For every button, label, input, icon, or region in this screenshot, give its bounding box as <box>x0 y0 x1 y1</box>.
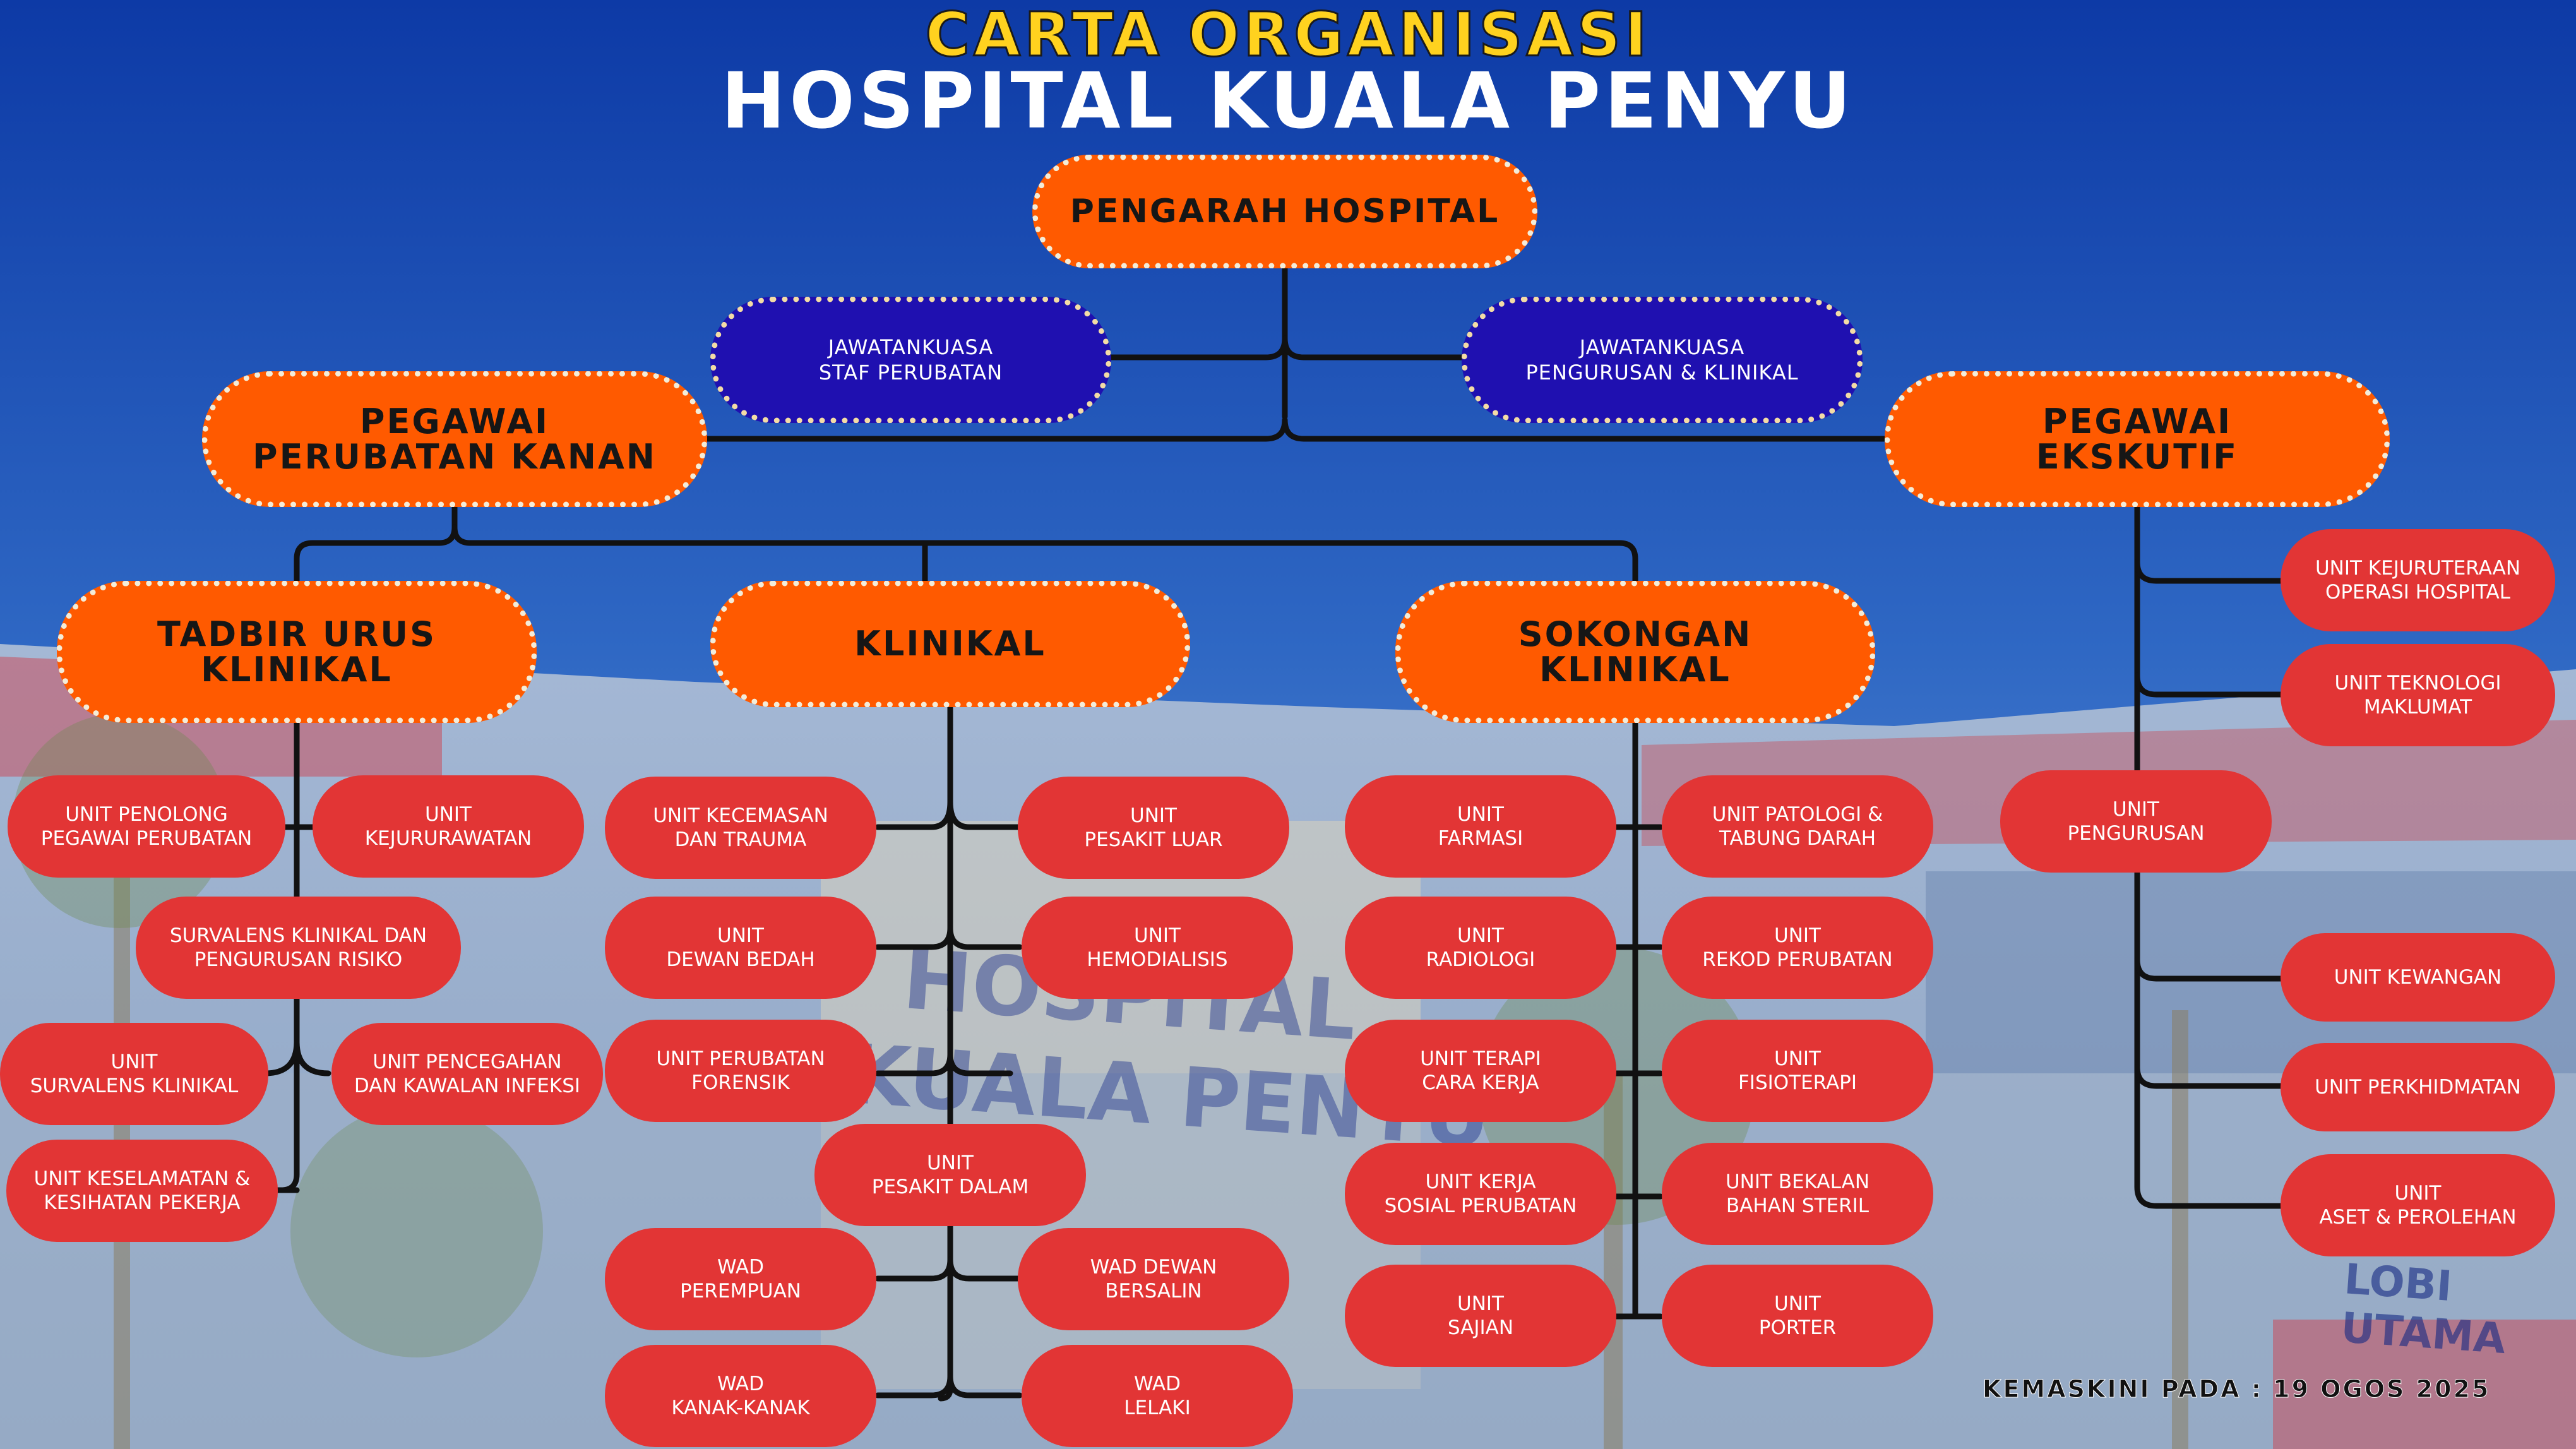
unit-kejururawatan: UNIT KEJURURAWATAN <box>313 775 584 878</box>
unit-terapi-cara-kerja: UNIT TERAPI CARA KERJA <box>1345 1020 1616 1122</box>
node-pegawai-perubatan-kanan: PEGAWAI PERUBATAN KANAN <box>202 371 707 507</box>
node-pegawai-eksekutif: PEGAWAI EKSKUTIF <box>1885 371 2390 507</box>
unit-porter: UNIT PORTER <box>1662 1265 1933 1367</box>
unit-perubatan-forensik: UNIT PERUBATAN FORENSIK <box>605 1020 876 1122</box>
wad-kanak-kanak: WAD KANAK-KANAK <box>605 1345 876 1447</box>
unit-bekalan-bahan-steril: UNIT BEKALAN BAHAN STERIL <box>1662 1143 1933 1245</box>
last-updated-text: KEMASKINI PADA : 19 OGOS 2025 <box>1983 1375 2491 1404</box>
unit-fisioterapi: UNIT FISIOTERAPI <box>1662 1020 1933 1122</box>
unit-kejuruteraan-operasi-hospital: UNIT KEJURUTERAAN OPERASI HOSPITAL <box>2281 529 2555 631</box>
unit-sajian: UNIT SAJIAN <box>1345 1265 1616 1367</box>
node-pengarah-hospital: PENGARAH HOSPITAL <box>1032 155 1537 268</box>
unit-perkhidmatan: UNIT PERKHIDMATAN <box>2281 1043 2555 1131</box>
unit-survalens-klinikal-pengurusan-risiko: SURVALENS KLINIKAL DAN PENGURUSAN RISIKO <box>136 897 461 999</box>
unit-survalens-klinikal: UNIT SURVALENS KLINIKAL <box>0 1023 268 1125</box>
unit-kecemasan-trauma: UNIT KECEMASAN DAN TRAUMA <box>605 777 876 879</box>
chart-title-hospital-name: HOSPITAL KUALA PENYU <box>721 56 1855 146</box>
unit-aset-perolehan: UNIT ASET & PEROLEHAN <box>2281 1154 2555 1256</box>
unit-dewan-bedah: UNIT DEWAN BEDAH <box>605 897 876 999</box>
wad-perempuan: WAD PEREMPUAN <box>605 1228 876 1330</box>
unit-pesakit-luar: UNIT PESAKIT LUAR <box>1018 777 1289 879</box>
node-sokongan-klinikal: SOKONGAN KLINIKAL <box>1395 581 1875 723</box>
unit-keselamatan-kesihatan-pekerja: UNIT KESELAMATAN & KESIHATAN PEKERJA <box>6 1140 278 1242</box>
unit-kewangan: UNIT KEWANGAN <box>2281 933 2555 1022</box>
node-jawatankuasa-pengurusan-klinikal: JAWATANKUASA PENGURUSAN & KLINIKAL <box>1462 297 1863 423</box>
node-klinikal: KLINIKAL <box>710 581 1190 707</box>
wad-lelaki: WAD LELAKI <box>1022 1345 1293 1447</box>
unit-kerja-sosial-perubatan: UNIT KERJA SOSIAL PERUBATAN <box>1345 1143 1616 1245</box>
unit-pesakit-dalam: UNIT PESAKIT DALAM <box>814 1124 1086 1226</box>
chart-title-carta-organisasi: CARTA ORGANISASI <box>924 0 1651 71</box>
unit-patologi-tabung-darah: UNIT PATOLOGI & TABUNG DARAH <box>1662 775 1933 878</box>
wad-dewan-bersalin: WAD DEWAN BERSALIN <box>1018 1228 1289 1330</box>
unit-radiologi: UNIT RADIOLOGI <box>1345 897 1616 999</box>
unit-rekod-perubatan: UNIT REKOD PERUBATAN <box>1662 897 1933 999</box>
unit-pencegahan-kawalan-infeksi: UNIT PENCEGAHAN DAN KAWALAN INFEKSI <box>331 1023 603 1125</box>
unit-pengurusan: UNIT PENGURUSAN <box>2000 770 2272 873</box>
node-jawatankuasa-staf-perubatan: JAWATANKUASA STAF PERUBATAN <box>710 297 1111 423</box>
unit-penolong-pegawai-perubatan: UNIT PENOLONG PEGAWAI PERUBATAN <box>8 775 285 878</box>
unit-farmasi: UNIT FARMASI <box>1345 775 1616 878</box>
node-tadbir-urus-klinikal: TADBIR URUS KLINIKAL <box>57 581 537 723</box>
unit-teknologi-maklumat: UNIT TEKNOLOGI MAKLUMAT <box>2281 644 2555 746</box>
unit-hemodialisis: UNIT HEMODIALISIS <box>1022 897 1293 999</box>
